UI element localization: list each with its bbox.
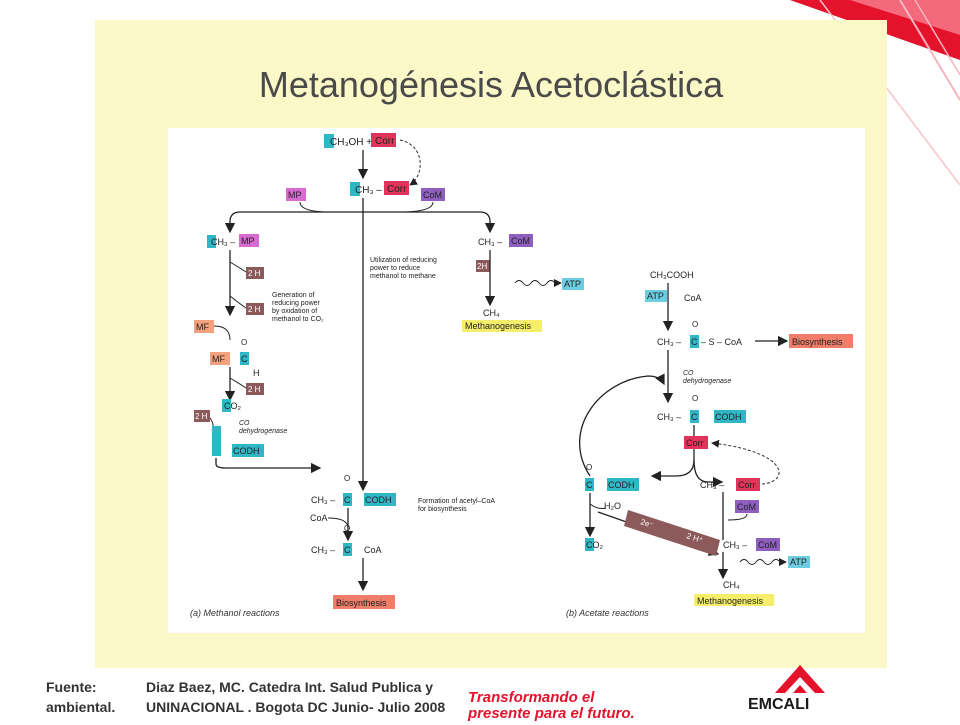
utilization-note-1: Utilization of reducing (370, 257, 437, 264)
ch3-mp-label: CH₃ – (211, 237, 235, 247)
c-label-codh: C (344, 495, 351, 505)
generation-note-1: Generation of (272, 292, 314, 299)
slide-title: Metanogénesis Acetoclástica (258, 64, 724, 105)
generation-note-4: methanol to CO₂ (272, 316, 324, 323)
codh-note-right-2: dehydrogenase (683, 378, 731, 385)
codh-label-right-b: CODH (608, 480, 635, 490)
acetate-label: CH₃COOH (650, 270, 694, 280)
coa-label-left: CoA (310, 513, 328, 523)
two-h-4: 2 H (195, 412, 208, 421)
two-e-label: 2e⁻ (639, 517, 654, 530)
emcali-logo-mark (745, 665, 960, 720)
ch3oh-label: CH₃OH + (330, 137, 372, 148)
codh-note-right-1: CO (683, 370, 694, 377)
ch3-acetyl-right: CH₃ – (657, 337, 681, 347)
generation-note-3: by oxidation of (272, 308, 317, 315)
slogan: Transformando el presente para el futuro… (468, 690, 635, 722)
slogan-line-1: Transformando el (468, 689, 595, 706)
atp-label-right-top: ATP (647, 291, 664, 301)
ch3-com-label: CH₃ – (478, 237, 502, 247)
mf-label-1: MF (196, 322, 209, 332)
two-h-1: 2 H (248, 269, 261, 278)
codh-note-left-2: dehydrogenase (239, 428, 287, 435)
c-label-mf: C (241, 354, 248, 364)
codh-note-left-1: CO (239, 420, 250, 427)
o-label-mf: O (241, 338, 247, 347)
two-h-plain: 2H (477, 262, 487, 271)
methanogenesis-left: Methanogenesis (465, 321, 532, 331)
methanogenesis-right: Methanogenesis (697, 596, 764, 606)
ch4-left: CH₄ (483, 308, 500, 318)
s-coa-label: – S – CoA (701, 337, 742, 347)
co2-left: CO₂ (224, 401, 242, 411)
com-label-right-b: CoM (758, 540, 777, 550)
acetyl-note-1: Formation of acetyl–CoA (418, 498, 495, 505)
ch3-coa-label: CH₃ – (311, 545, 335, 555)
corr-label-right: Corr (686, 438, 704, 448)
o-label-codh: O (344, 474, 350, 483)
c-label-codh-right: C (691, 412, 698, 422)
com-label-right: CoM (737, 502, 756, 512)
pathway-diagram: CH₃OH + Corr CH₃ – Corr MP CoM CH₃ – MP … (168, 128, 865, 633)
c-label-acetyl: C (691, 337, 698, 347)
com-label-left: CoM (511, 236, 530, 246)
o-label-coa: O (344, 524, 350, 533)
atp-label-right-bottom: ATP (790, 557, 807, 567)
mp-label-top: MP (288, 190, 302, 200)
utilization-note-3: methanol to methane (370, 273, 436, 280)
corr-label-right-b: Corr (738, 480, 756, 490)
ch3-corr-right: CH₃ – (700, 480, 724, 490)
two-h-3: 2 H (248, 385, 261, 394)
caption-right: (b) Acetate reactions (566, 608, 649, 618)
c-label-co: C (586, 480, 593, 490)
o-label-acetyl: O (692, 320, 698, 329)
ch3-codh-label: CH₃ – (311, 495, 335, 505)
o-label-codh-left-b: O (586, 463, 592, 472)
pathway-svg: CH₃OH + Corr CH₃ – Corr MP CoM CH₃ – MP … (190, 133, 853, 618)
corr-label-mid: Corr (387, 184, 407, 195)
h-label: H (253, 368, 260, 378)
ch3-com-right: CH₃ – (723, 540, 747, 550)
h2o-label: H₂O (604, 501, 621, 511)
corr-label-top: Corr (375, 136, 395, 147)
o-label-codh-right: O (692, 394, 698, 403)
biosynthesis-right: Biosynthesis (792, 337, 843, 347)
two-h-2: 2 H (248, 305, 261, 314)
footer-label-1: Fuente: (46, 679, 97, 695)
coa-label-product: CoA (364, 545, 382, 555)
footer-text-1: Diaz Baez, MC. Catedra Int. Salud Public… (146, 679, 434, 695)
c-label-coa: C (344, 545, 351, 555)
utilization-note-2: power to reduce (370, 265, 420, 272)
ch4-right: CH₄ (723, 580, 740, 590)
mf-label-2: MF (212, 354, 225, 364)
atp-label-left: ATP (564, 279, 581, 289)
com-label-top: CoM (423, 190, 442, 200)
footer-label-2: ambiental. (46, 699, 116, 715)
footer-text-2: UNINACIONAL . Bogota DC Junio- Julio 200… (146, 699, 446, 715)
generation-note-2: reducing power (272, 300, 321, 307)
caption-left: (a) Methanol reactions (190, 608, 280, 618)
ch3-codh-right: CH₃ – (657, 412, 681, 422)
codh-label-left: CODH (233, 446, 260, 456)
biosynthesis-left: Biosynthesis (336, 598, 387, 608)
co2-right: CO₂ (586, 540, 604, 550)
coa-label-right-top: CoA (684, 293, 702, 303)
acetyl-note-2: for biosynthesis (418, 506, 467, 513)
mp-label: MP (241, 236, 255, 246)
codh-label-right: CODH (715, 412, 742, 422)
slogan-line-2: presente para el futuro. (468, 705, 635, 722)
ch3-corr-label: CH₃ – (355, 185, 382, 196)
codh-label-center: CODH (365, 495, 392, 505)
emcali-logo-text: EMCALI (748, 696, 810, 713)
